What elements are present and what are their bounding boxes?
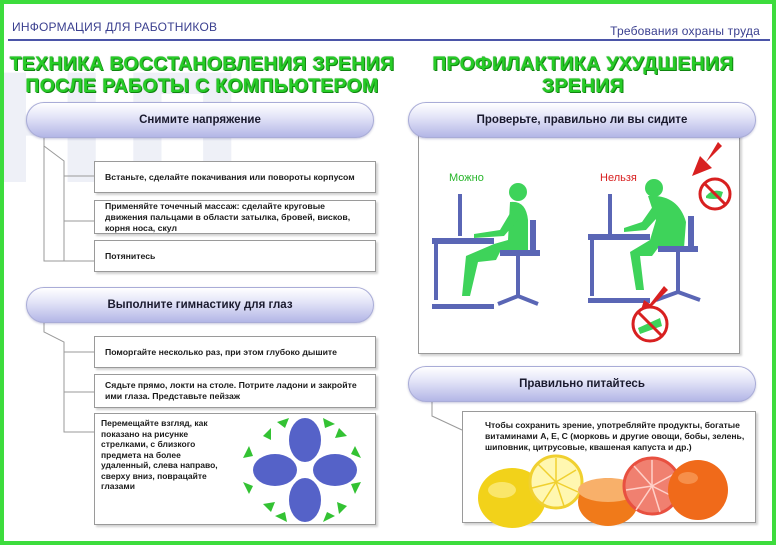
right-title-line1: ПРОФИЛАКТИКА УХУДШЕНИЯ (432, 53, 734, 75)
section1-connectors (43, 136, 94, 262)
posture-heading: Проверьте, правильно ли вы сидите (408, 102, 756, 138)
section1-heading: Снимите напряжение (26, 102, 374, 138)
good-posture-illustration (432, 183, 540, 309)
nutrition-connector (431, 396, 463, 431)
section2-item-3-panel: Перемещайте взгляд, как показано на рису… (94, 413, 376, 525)
red-arrow-icon (692, 142, 722, 176)
posture-good-label: Можно (449, 172, 484, 184)
header-divider (8, 39, 770, 41)
bad-posture-illustration (588, 179, 701, 303)
eye-exercise-arrows-icon (243, 418, 361, 522)
nutrition-heading: Правильно питайтесь (408, 366, 756, 402)
section2-item-3-text: Перемещайте взгляд, как показано на рису… (101, 418, 218, 491)
no-entry-hand-icon (698, 177, 732, 211)
right-main-title: ПРОФИЛАКТИКА УХУДШЕНИЯ ЗРЕНИЯ (400, 53, 766, 97)
left-main-title: ТЕХНИКА ВОССТАНОВЛЕНИЯ ЗРЕНИЯ ПОСЛЕ РАБО… (4, 53, 400, 97)
section2-heading: Выполните гимнастику для глаз (26, 287, 374, 323)
nutrition-text: Чтобы сохранить зрение, употребляйте про… (485, 420, 745, 452)
section1-item-3: Потянитесь (94, 240, 376, 272)
section2-item-2: Сядьте прямо, локти на столе. Потрите ла… (94, 374, 376, 408)
header-right-title: Требования охраны труда (610, 24, 760, 38)
fruit-illustration (478, 454, 728, 528)
right-title-line2: ЗРЕНИЯ (541, 75, 625, 97)
left-title-line1: ТЕХНИКА ВОССТАНОВЛЕНИЯ ЗРЕНИЯ (9, 53, 395, 75)
section1-item-1: Встаньте, сделайте покачивания или повор… (94, 161, 376, 193)
header-left-title: ИНФОРМАЦИЯ ДЛЯ РАБОТНИКОВ (12, 20, 218, 34)
left-title-line2: ПОСЛЕ РАБОТЫ С КОМПЬЮТЕРОМ (25, 75, 379, 97)
section2-connectors (43, 322, 94, 433)
section1-item-2: Применяйте точечный массаж: сделайте кру… (94, 200, 376, 234)
posture-bad-label: Нельзя (600, 172, 637, 184)
no-entry-feet-icon (631, 305, 669, 343)
section2-item-1: Поморгайте несколько раз, при этом глубо… (94, 336, 376, 368)
